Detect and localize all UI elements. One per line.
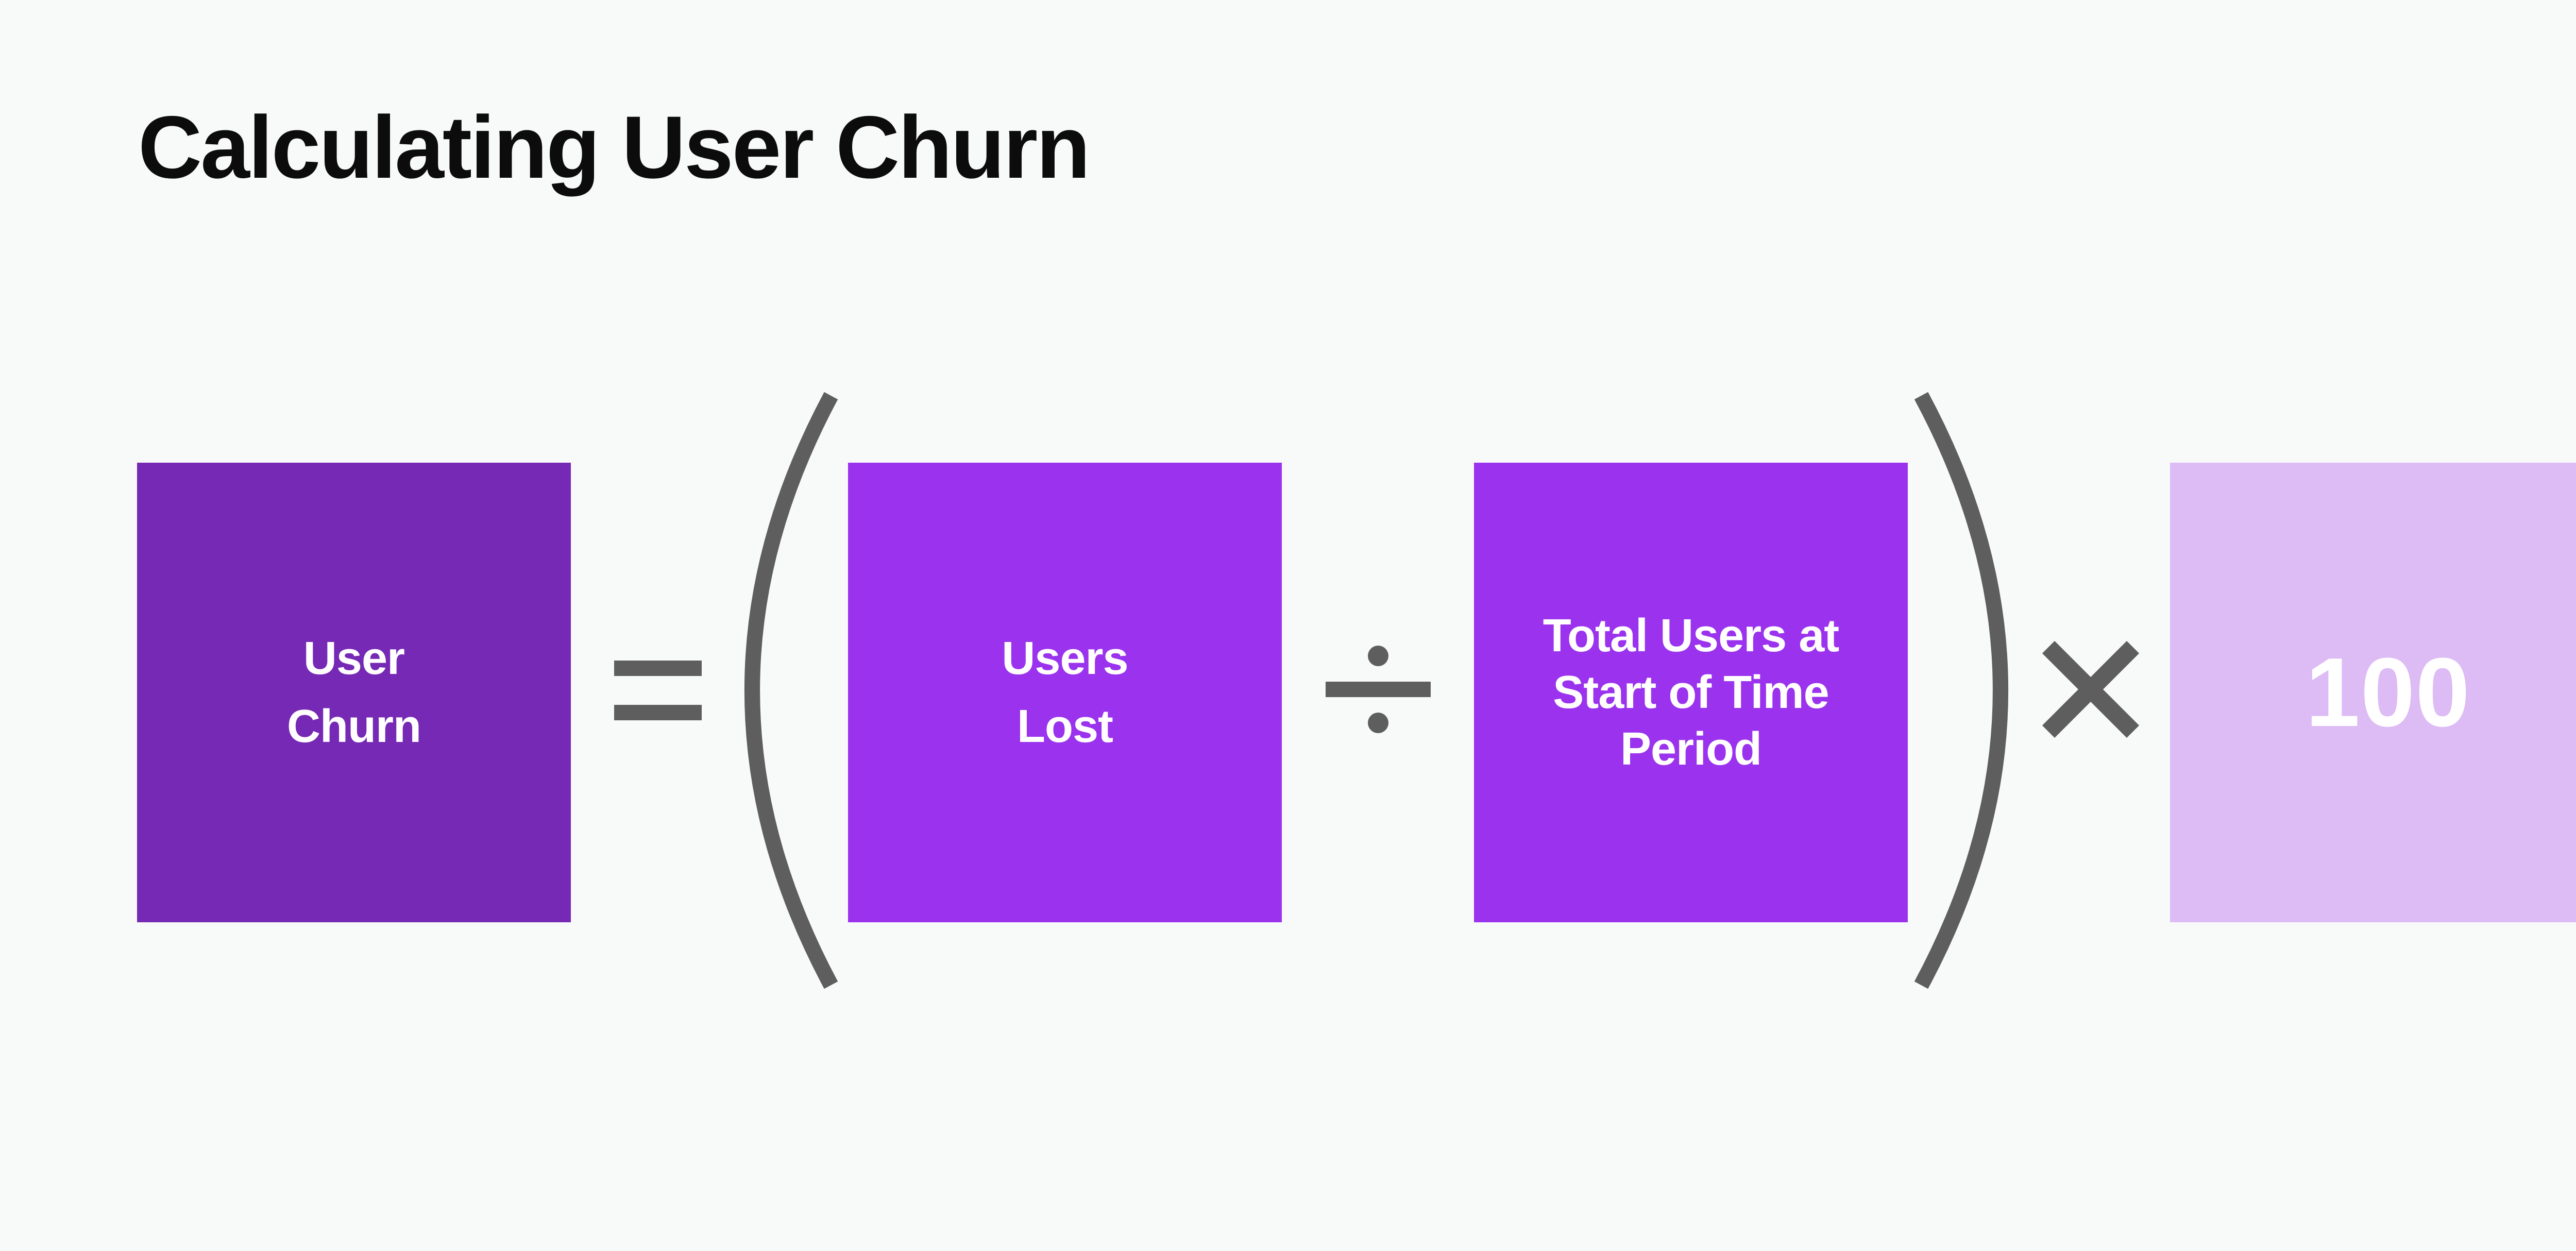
page-title: Calculating User Churn [138, 98, 1090, 197]
hundred-box: 100 [2170, 463, 2576, 922]
box-label-line: Churn [287, 701, 421, 752]
box-label-line: Users [1002, 633, 1128, 684]
equals-top-bar [614, 661, 702, 676]
box-label-line: User [303, 633, 405, 684]
box-label-line: Total Users at [1543, 610, 1840, 662]
close-parenthesis-arc [1914, 392, 2008, 989]
equals-operator-icon [614, 661, 702, 736]
multiply-operator-icon [2031, 630, 2150, 749]
divide-top-dot [1368, 646, 1388, 666]
box-label-line: 100 [2305, 638, 2470, 747]
open-parenthesis-arc [744, 392, 838, 989]
close-parenthesis-icon [1914, 392, 2008, 989]
divide-bottom-dot [1368, 713, 1388, 733]
box-label-line: Start of Time [1553, 667, 1829, 718]
equals-bottom-bar [614, 705, 702, 720]
users-lost-box: Users Lost [848, 463, 1282, 922]
box-label-line: Period [1620, 723, 1762, 775]
divide-bar [1326, 682, 1431, 697]
open-parenthesis-icon [744, 392, 838, 989]
user-churn-box: User Churn [137, 463, 571, 922]
total-users-box: Total Users at Start of Time Period [1474, 463, 1908, 922]
divide-operator-icon [1326, 646, 1431, 733]
box-label-line: Lost [1017, 701, 1113, 752]
